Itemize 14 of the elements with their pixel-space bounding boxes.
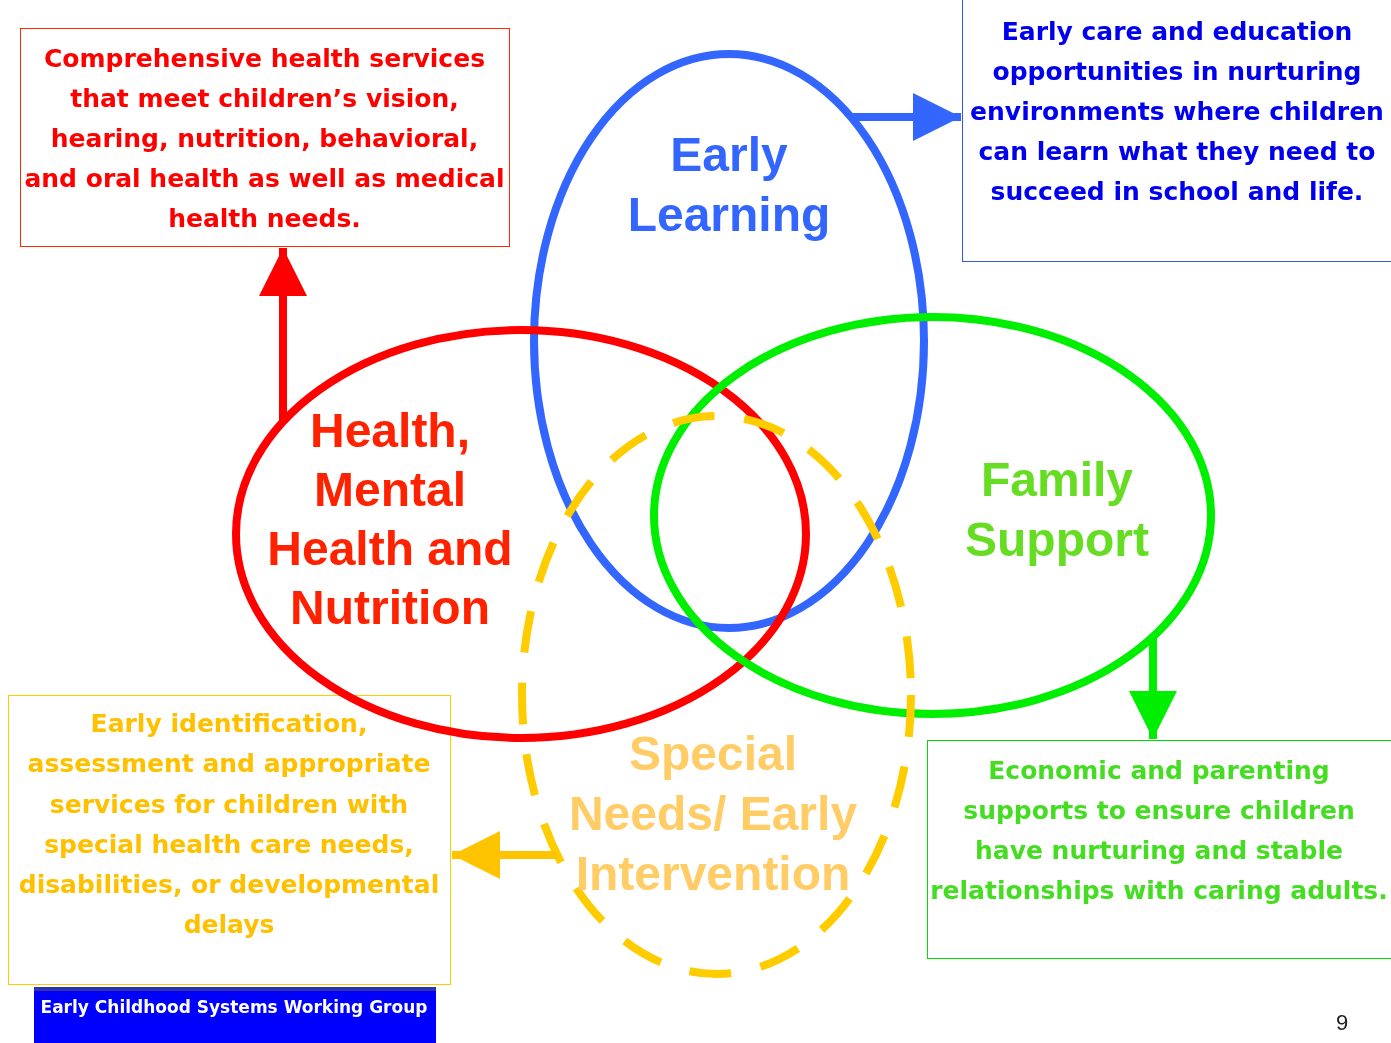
description-box [927, 740, 1391, 959]
description-text: Comprehensive health services that meet children’s vision, hearing, nutrition, behavioral, and oral health as well as medical health needs. [23, 43, 506, 235]
ellipse-title: Special Needs/ Early Intervention [567, 726, 859, 902]
ellipse-title: Early Learning [626, 127, 832, 243]
description-box [8, 695, 451, 985]
description-text: Early identification, assessment and appropriate services for children with special health care needs, disabilities, or developmental delays [17, 708, 441, 942]
description-text: Early care and education opportunities in nurturing environments where children can learn what they need to succeed in school and life. [969, 16, 1385, 208]
ellipse-title: Family Support [964, 452, 1150, 568]
banner-text: Early Childhood Systems Working Group [39, 996, 429, 1019]
footer-banner [34, 987, 436, 1043]
description-box [962, 0, 1391, 262]
ellipse-title: Health, Mental Health and Nutrition [266, 403, 514, 636]
description-text: Economic and parenting supports to ensure children have nurturing and stable relationships with caring adults. [929, 755, 1389, 907]
page-number: 9 [1336, 1010, 1349, 1036]
